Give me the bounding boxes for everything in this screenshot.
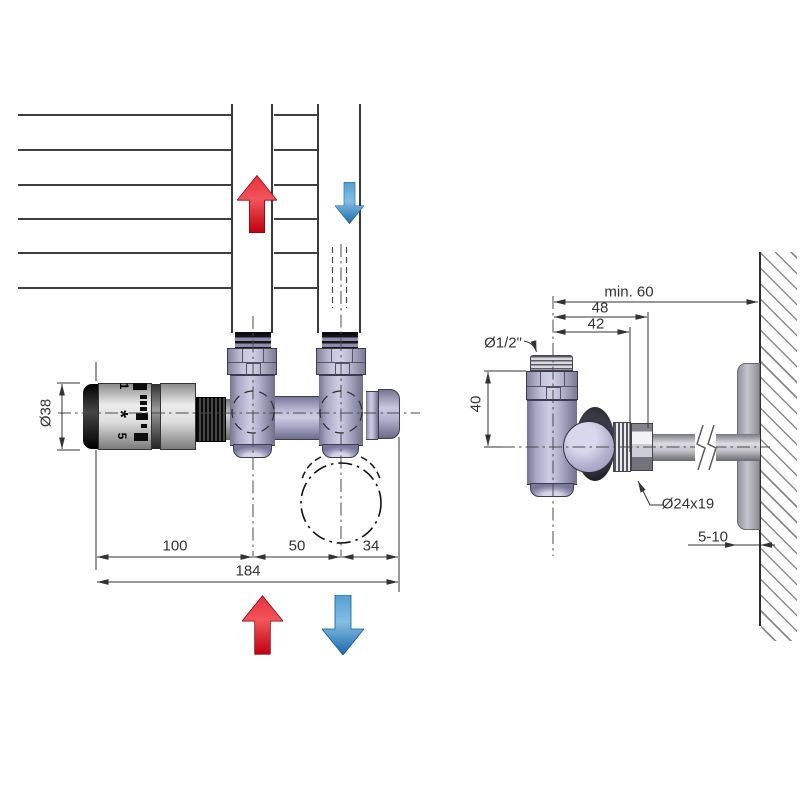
scale-tick	[140, 407, 147, 411]
radiator-rung	[274, 184, 318, 186]
scale-tick-max	[133, 383, 147, 390]
outlet-collar	[366, 391, 378, 440]
outlet-cap	[378, 389, 400, 439]
head-end-cap	[83, 384, 98, 449]
scale-tick	[140, 401, 147, 405]
hidden-detail-circles	[231, 390, 363, 434]
dim-184: 184	[235, 562, 261, 580]
scale-tick	[140, 395, 147, 399]
valve-thread-right	[322, 332, 358, 351]
dim-head-diameter: Ø38	[37, 398, 55, 428]
valve-hexnut-left	[227, 348, 277, 376]
dim-100: 100	[162, 537, 188, 555]
flow-down-arrow-icon	[335, 182, 364, 225]
dim-thread-size: Ø1/2"	[484, 334, 522, 352]
radiator-bar	[18, 218, 233, 220]
supply-pipe-wall	[231, 104, 233, 333]
dim-48: 48	[591, 299, 609, 317]
extension-lines	[57, 312, 649, 592]
wall-line	[759, 252, 761, 626]
centerlines	[58, 244, 770, 558]
head-ring	[152, 384, 160, 449]
dim-rosette-gap: 5-10	[697, 528, 729, 546]
side-thread-top	[530, 355, 573, 371]
dimension-lines	[59, 299, 775, 585]
dim-34: 34	[362, 537, 380, 555]
flow-down-arrow-icon	[322, 595, 364, 655]
dim-42: 42	[587, 315, 605, 333]
supply-pipe-wall	[271, 104, 273, 333]
knurled-nut	[196, 397, 226, 442]
flare-lines	[301, 456, 381, 480]
radiator-rung	[274, 218, 318, 220]
dim-min-60: min. 60	[604, 283, 654, 301]
side-cap	[530, 483, 574, 497]
pipe-section-circle	[300, 462, 382, 544]
leader-lines	[523, 340, 664, 506]
pipe-break	[695, 424, 717, 471]
dim-40: 40	[467, 395, 485, 413]
dim-nut-size: Ø24x19	[661, 495, 715, 513]
scale-tick-frost	[136, 413, 148, 420]
radiator-bar	[18, 149, 233, 151]
head-adapter	[226, 399, 231, 440]
radiator-bar	[18, 184, 233, 186]
scale-tick-min	[134, 433, 148, 441]
side-hex	[526, 371, 578, 401]
radiator-rung	[274, 149, 318, 151]
radiator-bar	[18, 252, 233, 254]
flow-up-arrow-icon	[242, 595, 283, 655]
radiator-rung	[274, 287, 318, 289]
radiator-rung	[274, 114, 318, 116]
valve-bridge	[275, 396, 319, 440]
radiator-rung	[274, 252, 318, 254]
flow-up-arrow-icon	[237, 175, 277, 233]
scale-tick	[141, 424, 147, 428]
return-pipe-wall	[359, 104, 361, 333]
return-pipe-wall	[317, 104, 319, 333]
radiator-bar	[18, 287, 233, 289]
dim-50: 50	[288, 537, 306, 555]
head-collar	[160, 383, 196, 450]
radiator-bar	[18, 114, 233, 116]
hidden-pipe-lines	[331, 247, 348, 308]
